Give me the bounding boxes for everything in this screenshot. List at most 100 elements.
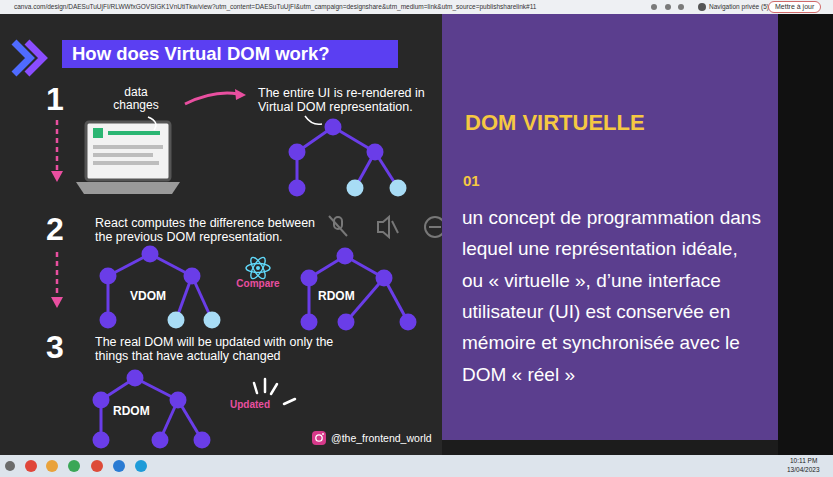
art-path (76, 182, 180, 194)
art-circle (168, 312, 185, 329)
art-circle (322, 433, 324, 435)
art-g (301, 248, 417, 331)
art-circle (93, 392, 110, 409)
art-line (56, 252, 59, 298)
art-line (56, 120, 59, 172)
art-line (329, 216, 347, 236)
art-path (27, 42, 43, 74)
art-circle (337, 248, 354, 265)
handle-text: @the_frontend_world (331, 432, 432, 445)
art-g (329, 216, 445, 237)
clock-time: 10:11 PM (790, 457, 817, 465)
art-circle (400, 314, 417, 331)
art-line (271, 384, 277, 394)
art-rect (93, 153, 153, 157)
art-path (305, 116, 322, 124)
art-ellipse (246, 264, 270, 273)
art-circle (204, 312, 221, 329)
step-text: The entire UI is re-rendered in Virtual … (258, 86, 438, 115)
art-circle (256, 266, 260, 270)
art-g (289, 119, 407, 197)
art-circle (665, 4, 671, 10)
art-path (148, 117, 156, 130)
tree-label: RDOM (113, 404, 150, 418)
step-number: 1 (46, 80, 64, 118)
art-ellipse (248, 255, 268, 280)
art-rect (312, 431, 326, 445)
art-path (378, 217, 389, 237)
art-line (429, 226, 441, 228)
art-g (246, 255, 270, 280)
update-button: Mettre à jour (768, 1, 821, 13)
art-circle (91, 460, 103, 472)
art-rect (0, 14, 442, 455)
tree-label: VDOM (130, 289, 166, 303)
art-polygon (51, 171, 63, 182)
art-circle (301, 314, 318, 331)
step-text: React computes the difference between th… (95, 216, 327, 245)
art-rect (86, 122, 170, 180)
art-line (264, 379, 267, 392)
art-circle (113, 460, 125, 472)
art-circle (100, 268, 117, 285)
art-line (284, 399, 295, 404)
art-circle (100, 312, 117, 329)
art-path (185, 93, 238, 104)
art-circle (5, 461, 15, 471)
updated-label: Updated (230, 399, 270, 411)
art-line (254, 383, 257, 393)
art-circle (325, 119, 342, 136)
button-text: Mettre à jour (775, 3, 814, 11)
private-badge: Navigation privée (5) (709, 3, 769, 11)
art-polygon (235, 89, 246, 100)
art-circle (184, 268, 201, 285)
art-g (108, 254, 212, 320)
art-g (5, 460, 147, 472)
art-circle (316, 435, 322, 441)
step-note: data changes (110, 86, 162, 112)
art-circle (289, 144, 306, 161)
art-rect (108, 131, 160, 135)
step-number: 2 (46, 210, 64, 248)
address-url: canva.com/design/DAESuTuUjFI/RLWWfxGOVSI… (14, 3, 536, 11)
step-number: 3 (46, 328, 64, 366)
compare-label: Compare (234, 278, 282, 290)
panel-heading: DOM VIRTUELLE (465, 110, 645, 136)
art-circle (367, 144, 384, 161)
panel-number: 01 (463, 172, 480, 190)
art-line (392, 221, 398, 233)
art-circle (142, 246, 159, 263)
art-g (93, 370, 211, 449)
art-g (100, 246, 221, 329)
art-rect (93, 145, 163, 149)
art-circle (152, 432, 169, 449)
art-circle (338, 314, 355, 331)
art-circle (347, 180, 364, 197)
art-circle (194, 432, 211, 449)
art-circle (376, 270, 393, 287)
art-circle (301, 270, 318, 287)
tree-label: RDOM (318, 289, 355, 303)
art-g (309, 256, 408, 322)
art-rect (0, 455, 833, 477)
art-rect (442, 440, 778, 455)
panel-body: un concept de programmation dans lequel … (462, 202, 762, 390)
title-band: How does Virtual DOM work? (62, 40, 398, 68)
art-rect (93, 161, 159, 165)
content-panel: DOM VIRTUELLE 01 un concept de programmati… (442, 14, 778, 440)
art-circle (68, 460, 80, 472)
art-circle (46, 460, 58, 472)
art-g (101, 378, 202, 440)
art-circle (289, 180, 306, 197)
art-circle (135, 460, 147, 472)
art-g (297, 127, 398, 188)
art-circle (698, 3, 706, 11)
art-circle (651, 4, 657, 10)
art-g (651, 3, 706, 11)
art-circle (170, 392, 187, 409)
art-circle (678, 4, 684, 10)
art-circle (93, 432, 110, 449)
art-ellipse (248, 255, 268, 280)
step-text: The real DOM will be updated with only t… (95, 335, 345, 364)
